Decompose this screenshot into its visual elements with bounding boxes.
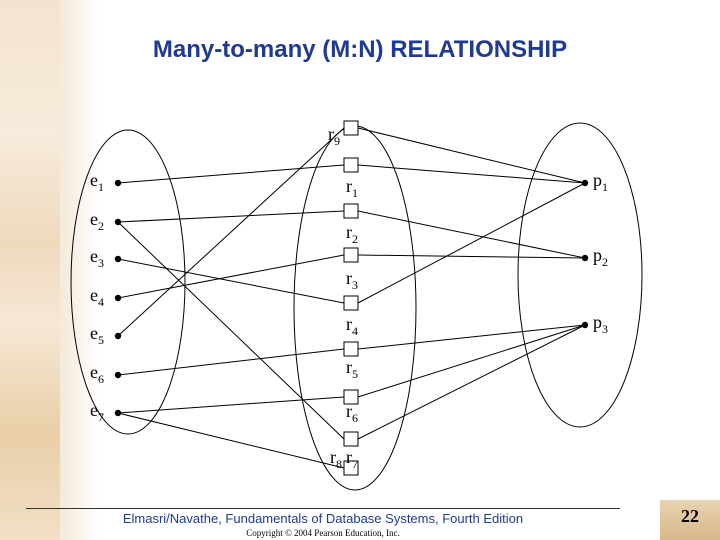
entity-label-e3: e3 [90, 246, 104, 270]
relationship-box-r1 [343, 157, 359, 173]
relationship-box-r8 [343, 431, 359, 447]
link-r9-p1 [357, 127, 586, 184]
relationship-label-r3: r3 [346, 268, 358, 292]
link-e2-r2 [117, 210, 345, 223]
decorative-sand-band [0, 0, 100, 540]
page-number: 22 [681, 506, 699, 526]
relationship-label-r2: r2 [346, 222, 358, 246]
entity-label-p2: p2 [593, 245, 608, 269]
link-e7-r7 [117, 412, 345, 469]
entity-label-e2: e2 [90, 209, 104, 233]
footer-citation: Elmasri/Navathe, Fundamentals of Databas… [122, 511, 524, 526]
link-e1-r1 [117, 164, 345, 184]
entity-dot-e6 [114, 371, 122, 379]
relationship-label-r4: r4 [346, 314, 358, 338]
entity-set-e-ellipse [70, 129, 186, 435]
entity-dot-e2 [114, 218, 122, 226]
relationship-box-r5 [343, 341, 359, 357]
link-r5-p3 [357, 324, 586, 350]
slide-title: Many-to-many (M:N) RELATIONSHIP [152, 36, 568, 63]
entity-label-p3: p3 [593, 312, 608, 336]
link-e2-r8 [117, 221, 345, 440]
relationship-box-r7 [343, 460, 359, 476]
relationship-label-r1: r1 [346, 176, 358, 200]
entity-dot-p2 [581, 254, 589, 262]
entity-dot-e1 [114, 179, 122, 187]
entity-label-e6: e6 [90, 362, 104, 386]
entity-set-p-ellipse [517, 122, 643, 428]
link-r6-p3 [357, 324, 586, 398]
entity-dot-e7 [114, 409, 122, 417]
entity-label-p1: p1 [593, 170, 608, 194]
relationship-label-r9: r9 [328, 124, 340, 148]
entity-label-e4: e4 [90, 285, 104, 309]
relationship-label-r6: r6 [346, 401, 358, 425]
link-e3-r4 [117, 258, 345, 304]
entity-dot-e5 [114, 332, 122, 340]
link-e4-r3 [117, 254, 345, 299]
entity-dot-e3 [114, 255, 122, 263]
link-e7-r6 [117, 396, 345, 414]
relationship-label-r5: r5 [346, 357, 358, 381]
relationship-box-r2 [343, 203, 359, 219]
page-number-box [660, 500, 720, 540]
footer-divider [26, 508, 620, 509]
footer-copyright: Copyright © 2004 Pearson Education, Inc. [246, 528, 400, 538]
relationship-box-r6 [343, 389, 359, 405]
entity-label-e7: e7 [90, 400, 104, 424]
link-r4-p1 [357, 182, 586, 304]
link-r1-p1 [357, 164, 586, 184]
link-r2-p2 [357, 210, 586, 259]
link-r8-p3 [357, 324, 586, 440]
relationship-box-r9 [343, 120, 359, 136]
entity-label-e5: e5 [90, 323, 104, 347]
entity-label-e1: e1 [90, 170, 104, 194]
entity-dot-p1 [581, 179, 589, 187]
relationship-box-r3 [343, 247, 359, 263]
relationship-box-r4 [343, 295, 359, 311]
link-e6-r5 [117, 348, 345, 376]
link-e5-r9 [117, 127, 345, 337]
entity-dot-p3 [581, 321, 589, 329]
entity-dot-e4 [114, 294, 122, 302]
link-r3-p2 [357, 254, 586, 259]
relationship-label-r7: r7 [346, 447, 358, 471]
relationship-label-r8: r8 [330, 447, 342, 471]
